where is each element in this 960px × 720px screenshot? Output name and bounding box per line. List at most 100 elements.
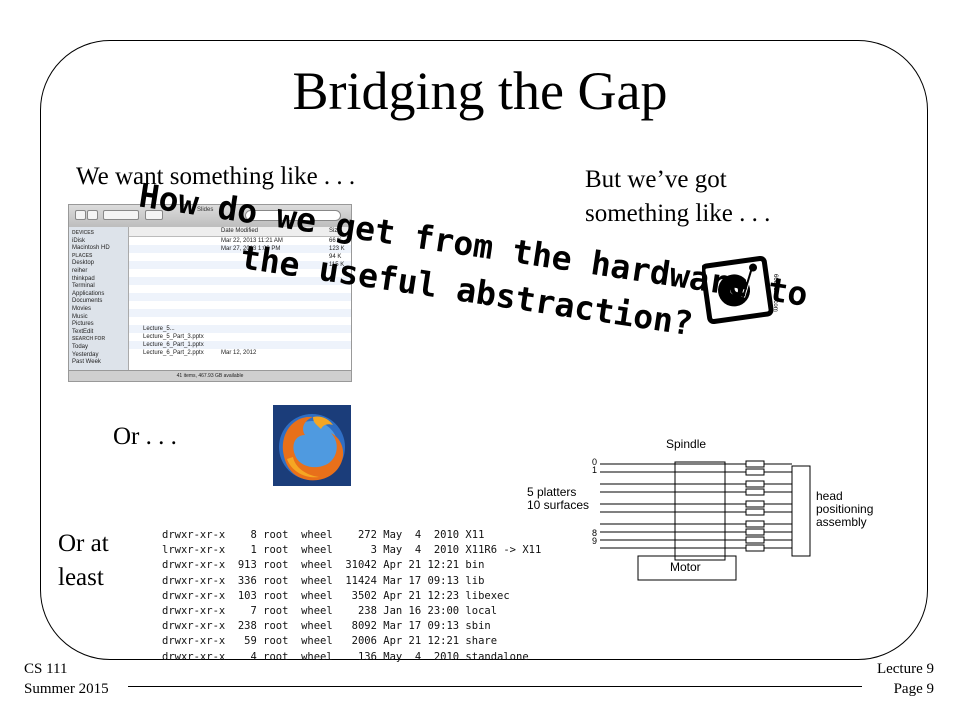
footer-lecture: Lecture 9 [876, 661, 934, 677]
sidebar-item: Documents [72, 298, 103, 305]
read-head [745, 500, 765, 508]
surface-label-8: 8 [592, 528, 598, 538]
read-head [745, 468, 765, 476]
sidebar-section-header: DEVICES [72, 230, 94, 236]
finder-search-field [245, 210, 341, 221]
head-label-line2: positioning [816, 502, 874, 516]
read-head [745, 508, 765, 516]
or-text: Or . . . [113, 423, 177, 450]
footer-course: CS 111 [24, 661, 68, 677]
ls-line: drwxr-xr-x 7 root wheel 238 Jan 16 23:00… [162, 605, 498, 618]
surface-label-0: 0 [592, 457, 598, 467]
file-row: Lecture_5_Part_3.pptx [129, 333, 351, 341]
head-label-line3: assembly [816, 515, 867, 529]
sidebar-item: Movies [72, 305, 92, 312]
sidebar-item: Music [72, 313, 88, 320]
file-row: Mar 27, 2013 1:03 PM 123 K [129, 245, 351, 253]
file-name: Lecture_5_Part_3.pptx [143, 334, 204, 340]
forward-button [87, 210, 98, 220]
sidebar-item: Macintosh HD [72, 245, 110, 252]
disk-caption: 60662PS.com [772, 274, 778, 312]
column-size: Size [329, 228, 341, 234]
file-row: 115 K [129, 261, 351, 269]
sidebar-item: iDisk [72, 237, 85, 244]
spindle-shaft [674, 461, 726, 561]
sidebar-item: Terminal [72, 283, 95, 290]
surface-label-1: 1 [592, 465, 598, 475]
got-text-line2: something like . . . [585, 200, 771, 227]
motor-label: Motor [670, 560, 701, 574]
sidebar-item: reiher [72, 267, 88, 274]
or-at-least-line2: least [58, 564, 104, 591]
read-head [745, 544, 765, 552]
file-row [129, 293, 351, 301]
file-size: 115 K [329, 262, 345, 268]
ls-line: drwxr-xr-x 103 root wheel 3502 Apr 21 12… [162, 589, 510, 602]
disk-diagram-drawing [600, 460, 811, 581]
read-head [745, 536, 765, 544]
ls-line: lrwxr-xr-x 1 root wheel 3 May 4 2010 X11… [162, 544, 542, 557]
finder-column-header: Date Modified Size [129, 227, 351, 237]
firefox-logo-icon [273, 405, 351, 486]
view-buttons [103, 210, 139, 220]
or-at-least-text: Or at least [58, 527, 109, 595]
got-text-line1: But we’ve got [585, 166, 727, 193]
sidebar-item: Past Week [72, 359, 101, 366]
read-head [745, 528, 765, 536]
file-row [129, 317, 351, 325]
column-date-modified: Date Modified [221, 228, 259, 234]
hard-disk-icon: 60662PS.com [702, 255, 778, 324]
sidebar-item: TextEdit [72, 328, 94, 335]
ls-line: drwxr-xr-x 8 root wheel 272 May 4 2010 X… [162, 529, 485, 541]
head-label-line1: head [816, 489, 843, 503]
file-date: Mar 27, 2013 1:03 PM [221, 246, 281, 252]
read-head [745, 520, 765, 528]
sidebar-item: Desktop [72, 260, 95, 267]
file-name: Lecture_6_Part_1.pptx [143, 342, 204, 348]
sidebar-item: Today [72, 343, 89, 350]
slide-title: Bridging the Gap [292, 61, 668, 121]
file-row [129, 277, 351, 285]
file-date: Mar 12, 2012 [221, 350, 257, 356]
finder-toolbar: Slides [69, 205, 351, 228]
read-head [745, 480, 765, 488]
file-row: Lecture_5... [129, 325, 351, 333]
footer-rule [128, 686, 862, 687]
file-size: 94 K [329, 254, 342, 260]
finder-status-bar: 41 items, 467.93 GB available [69, 370, 351, 381]
got-text: But we’ve got something like . . . [585, 163, 770, 231]
platters-label: 5 platters 10 surfaces [527, 486, 589, 512]
sidebar-item: thinkpad [72, 275, 95, 282]
file-name: Lecture_5... [143, 326, 175, 332]
slide-frame [40, 40, 928, 660]
ls-line: drwxr-xr-x 238 root wheel 8092 Mar 17 09… [162, 620, 491, 633]
disk-diagram: Spindle 5 platters 10 surfaces head posi… [520, 438, 890, 588]
file-date: Mar 22, 2013 11:21 AM [221, 238, 283, 244]
platters-label-line1: 5 platters [527, 485, 577, 499]
want-text: We want something like . . . [76, 163, 356, 190]
action-gear-icon [145, 210, 163, 220]
sidebar-section-header: PLACES [72, 252, 93, 259]
surface-label-9: 9 [592, 536, 598, 546]
finder-window-title: Slides [197, 207, 214, 213]
platter-lines [600, 460, 792, 552]
or-at-least-line1: Or at [58, 530, 109, 557]
file-size: 123 K [329, 246, 345, 252]
file-row [129, 309, 351, 317]
file-row: Lecture_6_Part_1.pptx [129, 341, 351, 349]
sidebar-item: Applications [72, 290, 105, 297]
sidebar-item: Pictures [72, 321, 94, 328]
ls-output: drwxr-xr-x 8 root wheel 272 May 4 2010 X… [162, 528, 541, 665]
footer-page: Page 9 [893, 681, 934, 697]
platters-label-line2: 10 surfaces [527, 498, 590, 512]
head-label: head positioning assembly [816, 490, 873, 529]
ls-line: drwxr-xr-x 913 root wheel 31042 Apr 21 1… [162, 559, 485, 572]
back-button [75, 210, 86, 220]
ls-line: drwxr-xr-x 4 root wheel 136 May 4 2010 s… [162, 650, 529, 663]
sidebar-section-header: SEARCH FOR [72, 336, 106, 343]
